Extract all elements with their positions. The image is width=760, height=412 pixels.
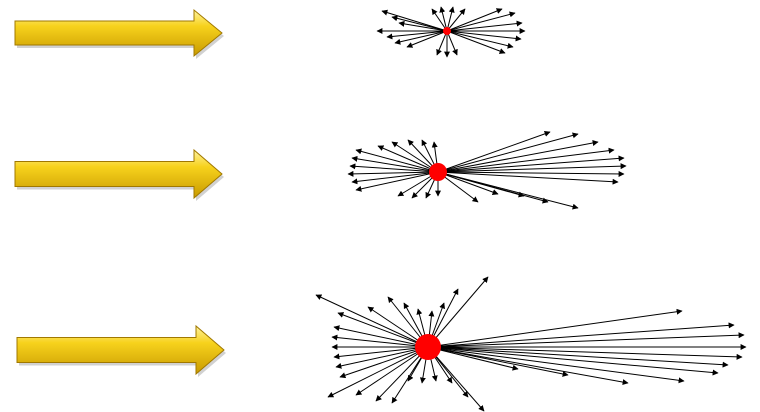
emission-ray — [427, 346, 629, 385]
emission-ray — [439, 6, 448, 32]
emission-ray — [427, 346, 569, 377]
emission-ray — [437, 171, 619, 185]
emission-ray — [446, 8, 466, 32]
emission-ray — [347, 170, 439, 177]
emission-ray — [427, 276, 489, 348]
emission-ray — [351, 155, 439, 173]
emission-ray — [427, 346, 743, 360]
emission-ray — [427, 322, 735, 348]
medium-radial-burst — [347, 130, 627, 210]
emission-ray — [431, 8, 448, 32]
emission-ray — [355, 346, 429, 396]
emission-ray — [377, 145, 439, 173]
source-dot — [429, 163, 447, 181]
emission-ray — [381, 9, 448, 32]
emission-ray — [437, 163, 627, 173]
emission-ray — [355, 148, 439, 173]
emission-ray — [427, 332, 745, 348]
emission-ray — [406, 30, 448, 48]
emission-ray — [386, 30, 448, 40]
emission-ray — [327, 346, 429, 398]
large-radial-burst — [315, 276, 747, 412]
emission-ray — [427, 346, 729, 368]
right-arrow-icon — [14, 148, 223, 200]
emission-ray — [446, 30, 514, 49]
emission-ray — [333, 346, 429, 360]
emission-ray — [335, 346, 429, 369]
emission-ray — [337, 312, 429, 348]
emission-ray — [394, 30, 448, 45]
emission-ray — [437, 155, 625, 173]
emission-ray — [446, 11, 516, 32]
right-arrow-icon — [14, 8, 223, 58]
emission-ray — [437, 171, 525, 198]
emission-ray — [398, 20, 448, 32]
emission-ray — [436, 30, 448, 56]
emission-ray — [391, 141, 439, 173]
emission-ray — [446, 30, 506, 54]
emission-ray — [437, 171, 499, 195]
small-radial-burst — [376, 6, 526, 58]
emission-ray — [437, 170, 625, 177]
right-arrow-icon — [16, 324, 225, 376]
radial-bursts — [315, 6, 747, 412]
emission-ray — [437, 140, 599, 173]
emission-ray — [391, 15, 448, 32]
emission-ray — [349, 163, 439, 173]
emission-ray — [331, 334, 429, 348]
emission-ray — [355, 171, 439, 192]
emission-ray — [333, 325, 429, 348]
pointer-arrows — [14, 8, 226, 377]
emission-ray — [446, 30, 522, 42]
emission-ray — [315, 294, 429, 348]
emission-ray — [437, 130, 551, 173]
emission-ray — [427, 346, 685, 384]
emission-ray — [351, 171, 439, 185]
emission-ray — [427, 346, 719, 376]
emission-ray — [446, 30, 458, 56]
emission-ray — [446, 6, 455, 32]
emission-ray — [339, 346, 429, 379]
emission-ray — [427, 346, 485, 412]
emission-ray — [437, 132, 579, 173]
source-dot — [443, 27, 451, 35]
emission-ray — [446, 8, 503, 32]
emission-ray — [437, 147, 615, 173]
emission-ray — [427, 346, 519, 371]
emission-ray — [446, 20, 523, 32]
source-dot — [415, 334, 441, 360]
emission-ray — [427, 308, 683, 348]
